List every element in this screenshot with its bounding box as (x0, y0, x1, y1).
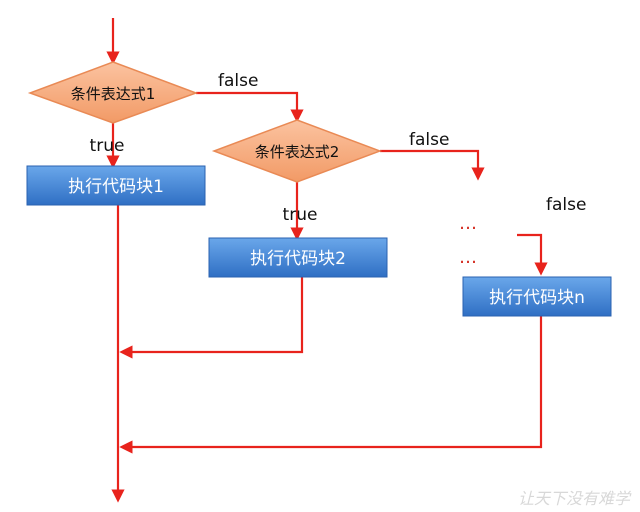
block-n: 执行代码块n (462, 276, 612, 317)
connectors (106, 18, 548, 503)
false-arrow-1 (196, 91, 304, 123)
false-arrow-n (517, 233, 548, 276)
block-1: 执行代码块1 (26, 165, 206, 206)
false-label-n: false (546, 195, 586, 215)
condition-2-diamond (211, 119, 383, 183)
block-n-box (462, 276, 612, 317)
blockn-merge-arrow (119, 316, 543, 454)
condition-2-label: 条件表达式2 (255, 143, 340, 161)
block-1-label: 执行代码块1 (68, 177, 164, 197)
condition-2: 条件表达式2 (211, 119, 383, 183)
false-label-2: false (409, 130, 449, 150)
ellipsis-1: … (459, 213, 477, 234)
condition-1-diamond (27, 61, 199, 124)
block2-merge-arrow (119, 277, 304, 359)
block-2-label: 执行代码块2 (250, 249, 346, 269)
ellipsis-2: … (459, 247, 477, 268)
true-label-2: true (283, 205, 318, 225)
block-2: 执行代码块2 (208, 237, 388, 278)
block-1-box (26, 165, 206, 206)
block-n-label: 执行代码块n (489, 288, 585, 308)
condition-1-label: 条件表达式1 (71, 85, 156, 103)
false-arrow-2 (380, 149, 485, 181)
condition-1: 条件表达式1 (27, 61, 199, 124)
watermark: 让天下没有难学 (518, 489, 632, 508)
block-2-box (208, 237, 388, 278)
true-label-1: true (90, 136, 125, 156)
false-label-1: false (218, 71, 258, 91)
